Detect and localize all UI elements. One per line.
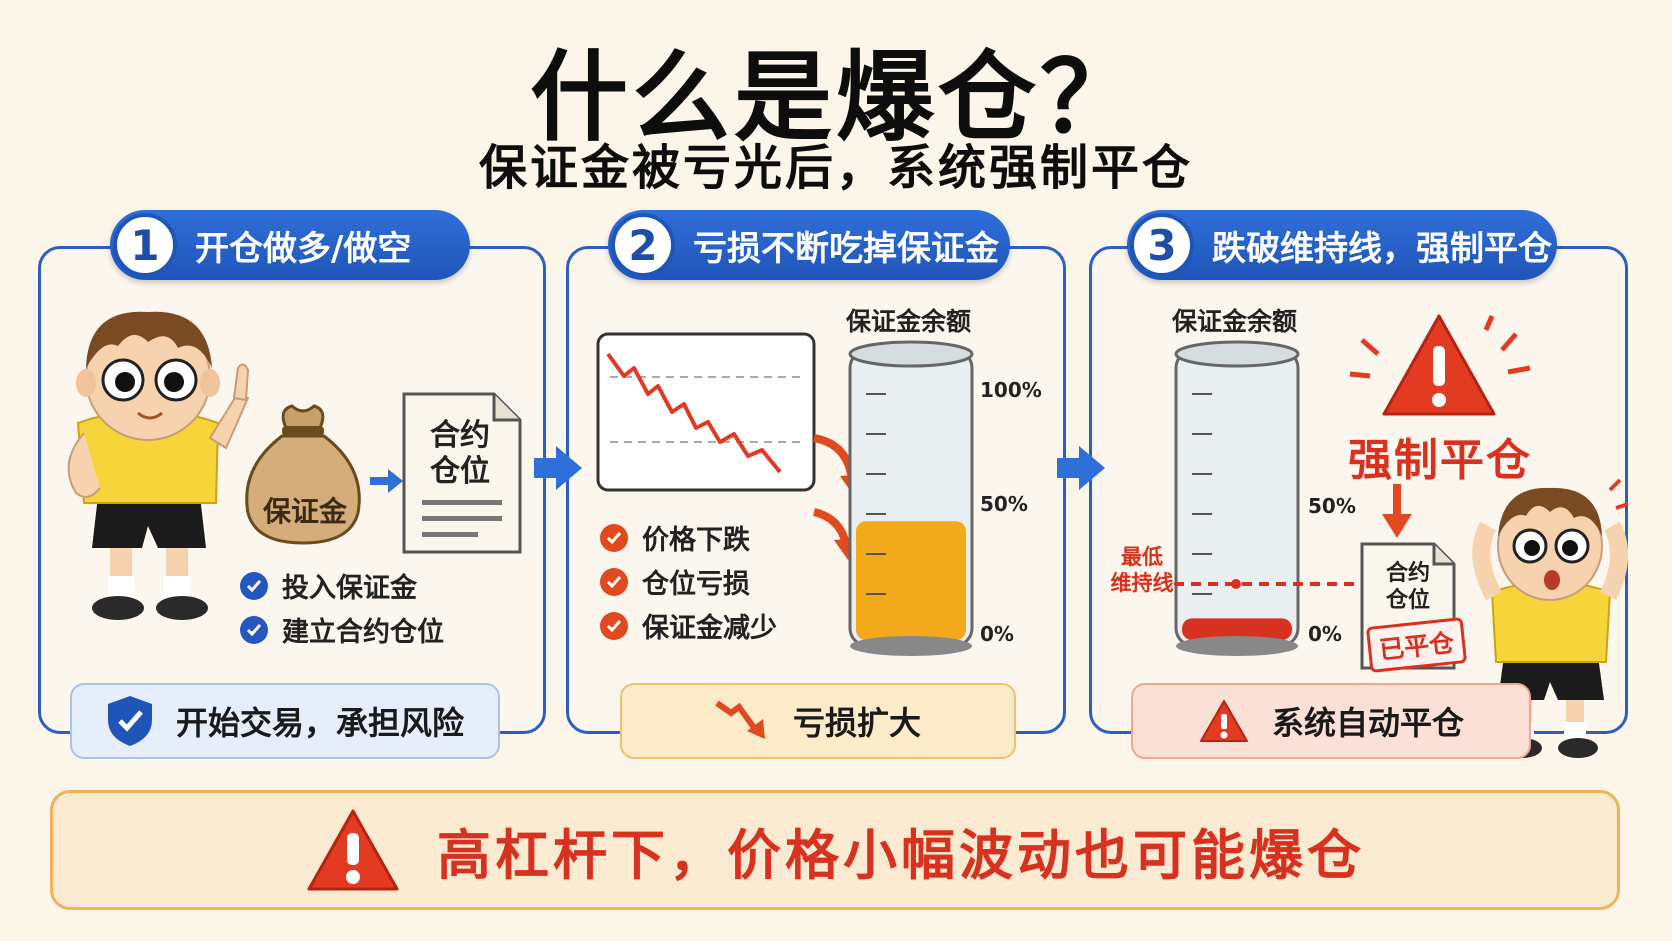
step-1-header: 1 开仓做多/做空: [110, 210, 470, 280]
forced-liquidation-label: 强制平仓: [1348, 435, 1532, 486]
step-2-footer-text: 亏损扩大: [792, 704, 921, 742]
margin-fill-level: [856, 521, 966, 640]
step-2-check-item: 仓位亏损: [600, 562, 750, 601]
arrow-right-icon: [370, 469, 403, 493]
step-3-title: 跌破维持线，强制平仓: [1212, 228, 1552, 269]
step-2-check-item: 价格下跌: [600, 518, 750, 557]
step-2-column-title: 保证金余额: [846, 307, 972, 336]
closed-doc-line2: 仓位: [1385, 588, 1430, 613]
step-3-column-title: 保证金余额: [1172, 307, 1298, 336]
money-bag-icon: [245, 404, 361, 545]
contract-doc-line2: 仓位: [430, 454, 490, 489]
step-1-check-text: 建立合约仓位: [282, 617, 444, 648]
price-drop-chart: [596, 332, 816, 492]
step-2-check-text: 价格下跌: [642, 525, 750, 556]
margin-fill-level: [1182, 618, 1292, 640]
step-1-check-text: 投入保证金: [282, 573, 417, 604]
level-0-label: 0%: [980, 622, 1014, 646]
bottom-warning-text: 高杠杆下，价格小幅波动也可能爆仓: [437, 823, 1365, 887]
step-3-number: 3: [1130, 213, 1194, 277]
step-2-title: 亏损不断吃掉保证金: [693, 228, 999, 269]
check-icon: [600, 567, 628, 596]
shield-check-icon: [107, 696, 152, 746]
level-50-label: 50%: [980, 492, 1028, 516]
step-1-number: 1: [113, 213, 177, 277]
step-1-footer: 开始交易，承担风险: [70, 683, 500, 759]
contract-document-icon: [402, 392, 522, 554]
step-1-title: 开仓做多/做空: [195, 228, 412, 269]
step-2-header: 2 亏损不断吃掉保证金: [608, 210, 1010, 280]
step-2-check-text: 仓位亏损: [642, 569, 750, 600]
maintenance-line-label: 最低 维持线: [1110, 545, 1174, 595]
margin-cylinder: [848, 340, 974, 656]
step-2-check-text: 保证金减少: [642, 613, 777, 644]
step-3-header: 3 跌破维持线，强制平仓: [1127, 210, 1557, 280]
trend-down-icon: [715, 700, 765, 739]
step-1-check-item: 建立合约仓位: [240, 610, 444, 649]
check-icon: [240, 615, 268, 644]
check-icon: [600, 611, 628, 640]
step-3-footer-text: 系统自动平仓: [1271, 704, 1464, 742]
warning-icon: [307, 809, 399, 891]
warning-alarm-icon: [1349, 314, 1531, 416]
page-subtitle: 保证金被亏光后，系统强制平仓: [478, 140, 1193, 196]
warning-icon: [1199, 700, 1248, 742]
worried-boy-icon: [1472, 478, 1629, 758]
bottom-warning-banner: 高杠杆下，价格小幅波动也可能爆仓: [50, 790, 1620, 910]
level-0-label: 0%: [1308, 622, 1342, 646]
margin-bag-label: 保证金: [263, 495, 348, 528]
check-icon: [240, 571, 268, 600]
next-step-arrow-icon: [1057, 446, 1105, 490]
step-3-footer: 系统自动平仓: [1131, 683, 1531, 759]
check-icon: [600, 523, 628, 552]
level-100-label: 100%: [980, 378, 1042, 402]
step-1-check-item: 投入保证金: [240, 566, 417, 605]
arrow-down-icon: [1382, 484, 1412, 538]
page-title: 什么是爆仓？: [529, 41, 1142, 155]
step-2-check-item: 保证金减少: [600, 606, 777, 645]
step-2-footer: 亏损扩大: [620, 683, 1016, 759]
next-step-arrow-icon: [534, 446, 582, 490]
contract-doc-line1: 合约: [430, 418, 490, 453]
step-2-number: 2: [611, 213, 675, 277]
margin-cylinder: [1174, 340, 1300, 656]
boy-pointing-icon: [67, 311, 250, 620]
step-1-footer-text: 开始交易，承担风险: [175, 704, 464, 742]
closed-doc-line1: 合约: [1385, 561, 1430, 586]
level-50-label: 50%: [1308, 494, 1356, 518]
maintenance-line: [1174, 579, 1362, 589]
